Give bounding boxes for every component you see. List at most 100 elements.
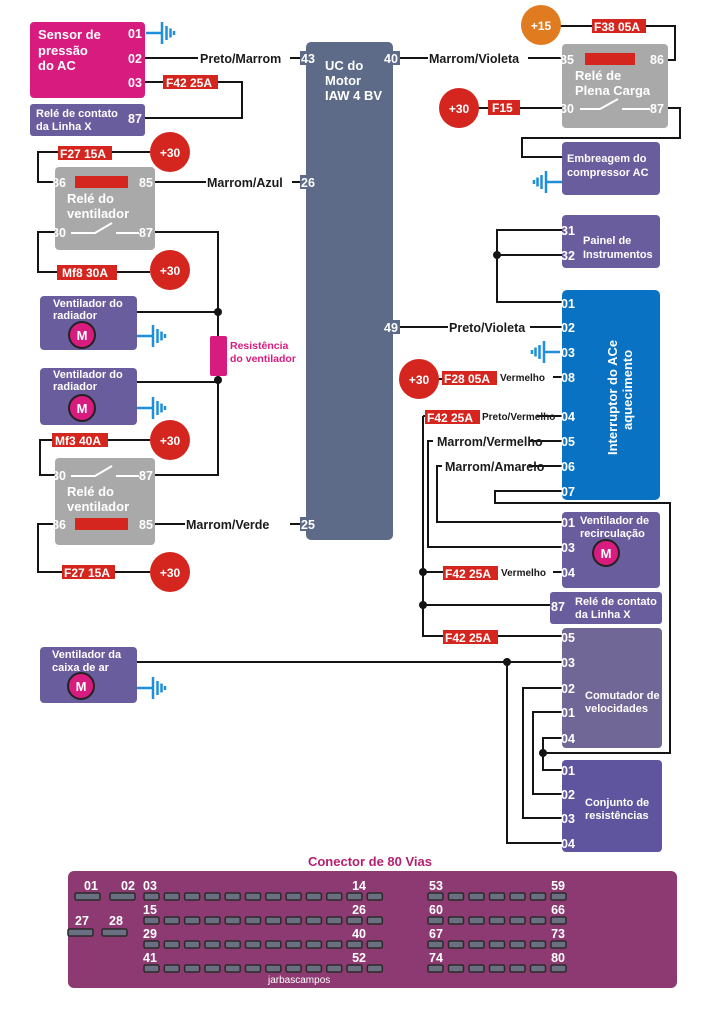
radiator-fan-1[interactable]: Ventilador do radiador M [40, 296, 137, 350]
connector-pin-slot [204, 964, 221, 973]
fuse-f38: F38 05A [592, 19, 646, 34]
switch-title: Interruptor do ACe [605, 340, 620, 455]
connector-pin-slot [285, 940, 302, 949]
switch-pin: 03 [561, 346, 575, 360]
connector-pin-slot [183, 940, 201, 949]
wire-label: Vermelho [501, 568, 546, 579]
module-title: Ventilador de [580, 515, 649, 527]
connector-pin-slot [183, 916, 201, 925]
relay-pin: 85 [139, 518, 153, 532]
relay-pin: 86 [52, 176, 66, 190]
connector-pin-slot [325, 964, 343, 973]
ecu-title: Motor [325, 73, 361, 88]
connector-pin-slot [244, 916, 262, 925]
fan-relay-2[interactable]: 30 87 Relé do ventilador 86 85 [52, 458, 155, 545]
switch-pin: 01 [561, 297, 575, 311]
connector-pin-slot [285, 964, 302, 973]
junction-dots [214, 251, 547, 757]
ground-icon [532, 169, 564, 195]
switch-pin: 02 [561, 321, 575, 335]
connector-pin-slot [325, 940, 343, 949]
plus15-terminal: +15 [521, 5, 561, 45]
relay-pin: 30 [52, 226, 66, 240]
module-title: velocidades [585, 703, 648, 715]
line-x-relay-right[interactable]: 87 Relé de contato da Linha X [550, 592, 662, 624]
fuse-label: F27 15A [60, 147, 106, 161]
connector-pin-slot [224, 964, 241, 973]
pin-label: 41 [143, 951, 157, 965]
power-label: +30 [160, 264, 181, 278]
instrument-panel[interactable]: 31 32 Painel de Instrumentos [561, 215, 660, 268]
switch-pin: 05 [561, 631, 575, 645]
fuse-f27: F27 15A [62, 565, 115, 580]
connector-pin-slot [488, 916, 506, 925]
power-label: +30 [160, 146, 181, 160]
air-box-fan[interactable]: Ventilador da caixa de ar M [40, 647, 137, 703]
fuse-mf8: Mf8 30A [57, 265, 117, 280]
relay-title: ventilador [67, 206, 129, 221]
module-title: resistências [585, 810, 649, 822]
connector-pin-slot [550, 916, 567, 925]
connector-pin-slot [224, 916, 241, 925]
sensor-pin: 01 [128, 27, 142, 41]
fuse-f28: F28 05A [442, 371, 497, 386]
connector-pin-slot [285, 892, 302, 901]
full-load-relay[interactable]: 85 86 Relé de Plena Carga 30 87 [560, 44, 668, 128]
pin-label: 26 [352, 903, 366, 917]
fuse-label: F38 05A [594, 20, 640, 34]
wire-label: Preto/Violeta [449, 321, 526, 335]
pin-label: 67 [429, 927, 443, 941]
switch-pin: 02 [561, 682, 575, 696]
module-title: compressor AC [567, 167, 649, 179]
connector-pin-slot [305, 964, 323, 973]
relay-pin: 85 [560, 53, 574, 67]
ac-switch[interactable]: 01 02 03 08 04 05 06 07 Interruptor do A… [561, 290, 660, 500]
wire-labels: Preto/Marrom Marrom/Violeta Marrom/Azul … [186, 52, 555, 579]
resistor-title: do ventilador [230, 353, 296, 365]
panel-pin: 31 [561, 224, 575, 238]
connector-pin-slot [67, 928, 94, 937]
motor-icon [67, 672, 95, 700]
module-title: radiador [53, 381, 98, 393]
compressor-clutch[interactable]: Embreagem do compressor AC [562, 142, 660, 195]
connector-pin-slot [427, 892, 444, 901]
line-x-relay-left[interactable]: Relé de contato da Linha X 87 [30, 104, 145, 136]
connector-pin-slot [244, 940, 262, 949]
switch-pin: 04 [561, 732, 575, 746]
fuse-label: Mf8 30A [62, 266, 108, 280]
fan-relay-1[interactable]: 86 85 Relé do ventilador 30 87 [52, 167, 155, 250]
connector-pin-slot [325, 892, 343, 901]
speed-switch[interactable]: 05 03 02 01 04 Comutador de velocidades [561, 628, 662, 748]
radiator-fan-2[interactable]: Ventilador do radiador M [40, 368, 137, 425]
switch-contact-icon [580, 98, 650, 110]
recirculation-fan[interactable]: 01 03 04 Ventilador de recirculação M [561, 512, 660, 588]
relay-title: Relé de contato [36, 108, 118, 120]
resistor-set[interactable]: 01 02 03 04 Conjunto de resistências [561, 760, 662, 852]
fuse-f42: F42 25A [425, 410, 480, 425]
connector-pin-slot [529, 940, 547, 949]
plus30-terminal: +30 [150, 552, 190, 592]
connector-pin-slot [488, 964, 506, 973]
relay-title: Plena Carga [575, 83, 651, 98]
relay-title: Relé de contato [575, 596, 657, 608]
connector-pin-slot [509, 964, 526, 973]
relay-pin: 86 [52, 518, 66, 532]
connector-pin-slot [468, 892, 485, 901]
fuse-label: F27 15A [64, 566, 110, 580]
connector-pin-slot [346, 892, 363, 901]
relay-title: da Linha X [36, 121, 92, 133]
switch-pin: 08 [561, 371, 575, 385]
connector-pin-slot [366, 940, 384, 949]
relay-pin: 87 [128, 112, 142, 126]
power-label: +15 [531, 19, 552, 33]
pin-label: 15 [143, 903, 157, 917]
module-title: Comutador de [585, 690, 660, 702]
connector-pin-slot [265, 916, 282, 925]
plus30-terminal: +30 [439, 88, 479, 128]
fuse-label: F15 [492, 101, 513, 115]
connector-pin-slot [550, 964, 567, 973]
pressure-sensor[interactable]: Sensor de pressão do AC 01 02 03 [30, 22, 145, 98]
pin-label: 80 [551, 951, 565, 965]
ecu-module[interactable]: UC do Motor IAW 4 BV 43 40 26 49 25 [300, 42, 400, 540]
relay-title: Relé de [575, 68, 621, 83]
